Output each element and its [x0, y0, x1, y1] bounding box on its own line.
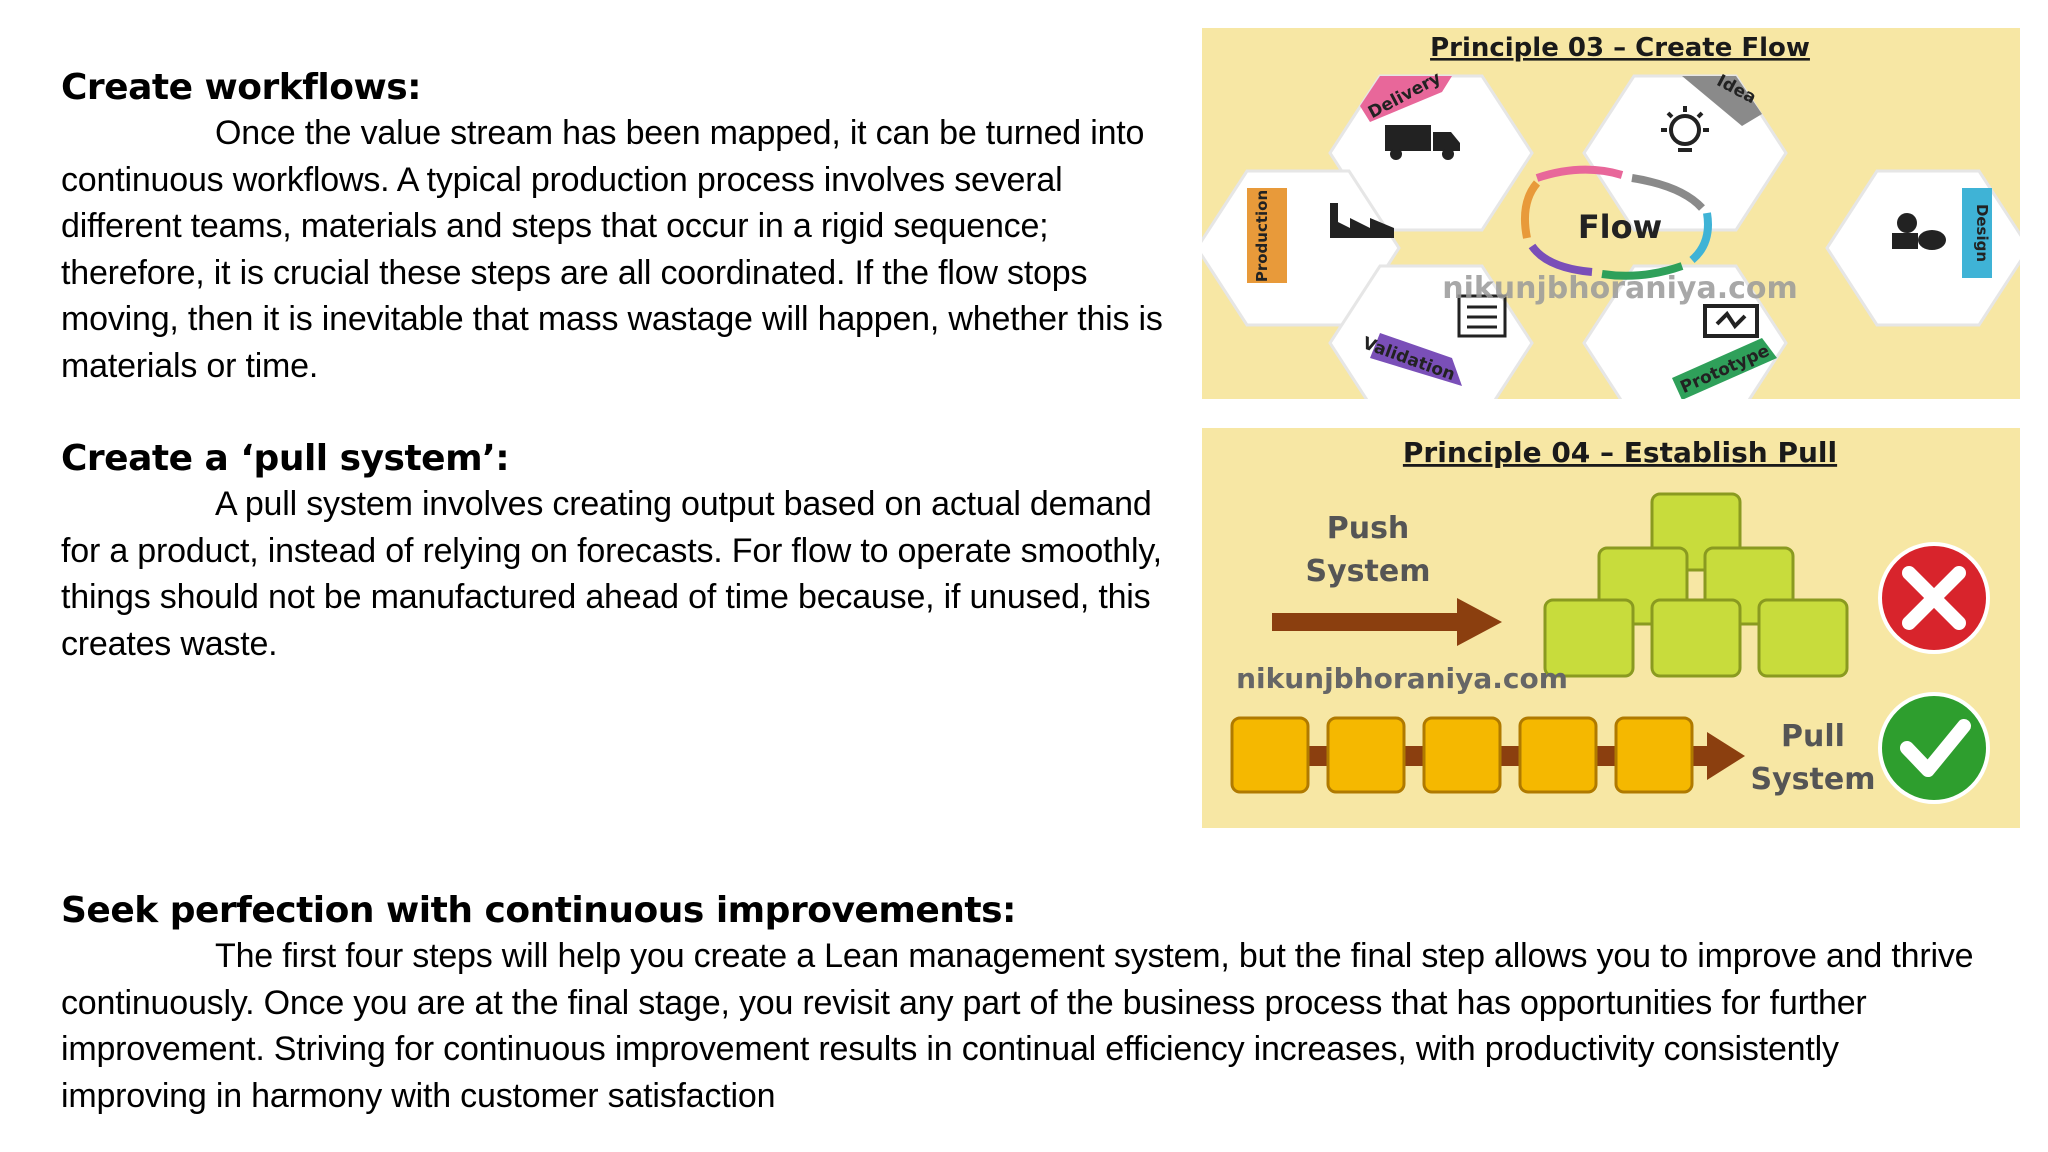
stage-label-production: Production	[1253, 190, 1271, 282]
stage-label-design: Design	[1973, 204, 1991, 262]
hex-validation: Validation	[1328, 264, 1534, 422]
section-create-pull-system: Create a ‘pull system’: A pull system in…	[61, 437, 1171, 667]
push-arrow	[1272, 598, 1502, 646]
create-flow-diagram: Principle 03 – Create Flow Delivery Idea	[1195, 28, 2031, 422]
figure-title: Principle 03 – Create Flow	[1430, 33, 1810, 63]
watermark: nikunjbhoraniya.com	[1236, 662, 1568, 695]
checkmark-icon	[1878, 692, 1990, 804]
pull-box	[1230, 716, 1310, 794]
section-body: Once the value stream has been mapped, i…	[61, 114, 1163, 385]
pull-box	[1518, 716, 1598, 794]
factory-icon	[1330, 203, 1394, 238]
hex-design: Design	[1825, 169, 2031, 327]
pull-box	[1422, 716, 1502, 794]
section-heading: Create a ‘pull system’:	[61, 438, 510, 479]
push-box	[1650, 598, 1742, 678]
designer-icon	[1892, 213, 1946, 250]
section-body: A pull system involves creating output b…	[61, 485, 1162, 663]
hex-delivery: Delivery	[1328, 68, 1534, 232]
flow-center-label: Flow	[1578, 208, 1662, 246]
push-box	[1757, 598, 1849, 678]
section-body: The first four steps will help you creat…	[61, 937, 1974, 1115]
hex-idea: Idea	[1582, 71, 1788, 232]
pull-box	[1326, 716, 1406, 794]
section-heading: Create workflows:	[61, 67, 422, 108]
pull-chain	[1230, 716, 1745, 794]
flow-cycle: Flow	[1521, 165, 1712, 280]
section-heading: Seek perfection with continuous improvem…	[61, 890, 1016, 931]
watermark: nikunjbhoraniya.com	[1442, 271, 1798, 306]
lightbulb-icon	[1661, 106, 1709, 152]
section-create-workflows: Create workflows: Once the value stream …	[61, 66, 1171, 389]
push-boxes	[1543, 492, 1849, 678]
establish-pull-diagram: Principle 04 – Establish Pull Push Syste…	[1202, 428, 2020, 828]
create-flow-figure: Principle 03 – Create Flow Delivery Idea	[1195, 28, 2031, 422]
establish-pull-figure: Principle 04 – Establish Pull Push Syste…	[1202, 428, 2020, 828]
truck-icon	[1385, 125, 1460, 160]
push-label-system: System	[1306, 554, 1431, 589]
push-box	[1543, 598, 1635, 678]
pull-box	[1614, 716, 1694, 794]
cross-icon	[1878, 542, 1990, 654]
figure-title: Principle 04 – Establish Pull	[1403, 436, 1837, 469]
prototype-icon	[1703, 304, 1759, 338]
checklist-icon	[1457, 294, 1507, 338]
push-label: Push	[1327, 511, 1410, 546]
pull-label-system: System	[1751, 762, 1876, 797]
pull-label: Pull	[1781, 719, 1845, 754]
section-seek-perfection: Seek perfection with continuous improvem…	[61, 889, 1981, 1119]
